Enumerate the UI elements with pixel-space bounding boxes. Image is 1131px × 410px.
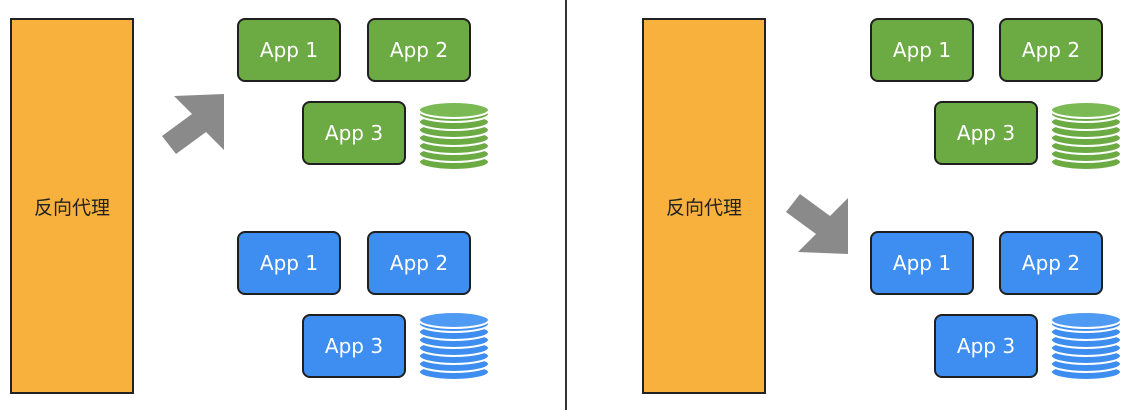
database-icon (418, 311, 490, 381)
blue-app-2: App 2 (367, 231, 471, 295)
database-icon (418, 101, 490, 171)
blue-app-1: App 1 (237, 231, 341, 295)
app-label: App 3 (956, 334, 1016, 358)
reverse-proxy-box: 反向代理 (642, 18, 766, 394)
blue-app-3: App 3 (934, 314, 1038, 378)
green-app-1: App 1 (237, 18, 341, 82)
app-label: App 3 (324, 121, 384, 145)
green-app-3: App 3 (302, 101, 406, 165)
app-label: App 1 (892, 38, 952, 62)
right-panel: 反向代理 App 1 App 2 App 3 App 1 App (566, 0, 1131, 410)
reverse-proxy-label: 反向代理 (665, 196, 742, 219)
app-label: App 1 (259, 251, 319, 275)
green-app-2: App 2 (999, 18, 1103, 82)
reverse-proxy-box: 反向代理 (10, 18, 134, 394)
app-label: App 1 (259, 38, 319, 62)
database-icon (1050, 311, 1122, 381)
arrow-down-right-icon (786, 194, 848, 254)
reverse-proxy-label: 反向代理 (33, 196, 110, 219)
blue-app-2: App 2 (999, 231, 1103, 295)
app-label: App 3 (324, 334, 384, 358)
blue-app-1: App 1 (870, 231, 974, 295)
app-label: App 1 (892, 251, 952, 275)
app-label: App 2 (1021, 38, 1081, 62)
app-label: App 2 (389, 251, 449, 275)
panel-divider (565, 0, 567, 410)
database-icon (1050, 101, 1122, 171)
arrow-up-right-icon (162, 94, 224, 154)
left-panel: 反向代理 App 1 App 2 App 3 App 1 App (0, 0, 565, 410)
green-app-3: App 3 (934, 101, 1038, 165)
blue-app-3: App 3 (302, 314, 406, 378)
app-label: App 3 (956, 121, 1016, 145)
green-app-2: App 2 (367, 18, 471, 82)
green-app-1: App 1 (870, 18, 974, 82)
app-label: App 2 (389, 38, 449, 62)
app-label: App 2 (1021, 251, 1081, 275)
